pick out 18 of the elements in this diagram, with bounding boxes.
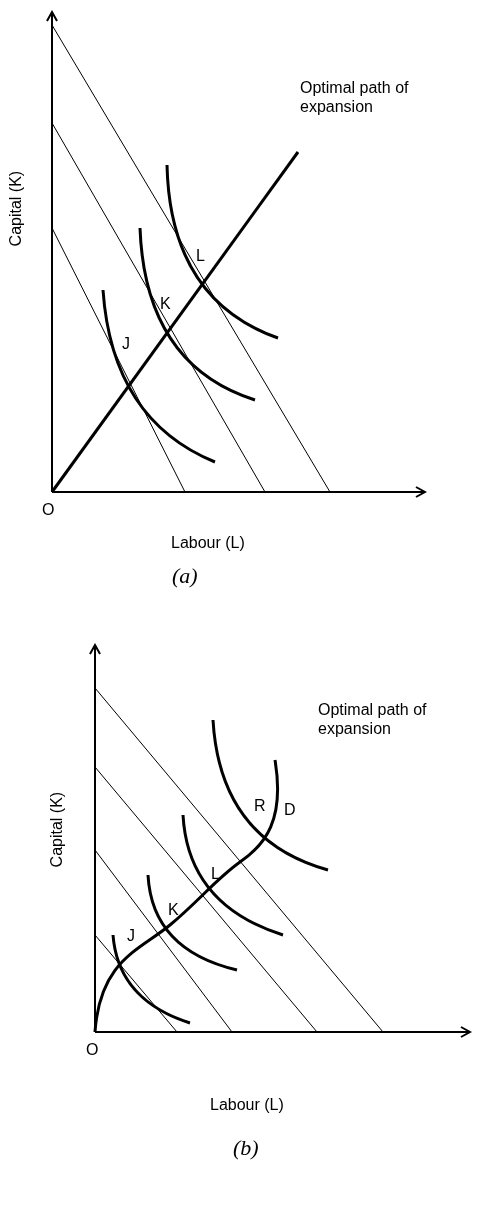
axis-label: Capital (K) <box>6 170 26 247</box>
point-label: J <box>127 926 135 946</box>
point-label: J <box>122 334 130 354</box>
point-label: L <box>211 864 220 884</box>
axis-label: Labour (L) <box>210 1095 284 1115</box>
panel-caption: (a) <box>172 563 198 590</box>
point-label: K <box>160 294 171 314</box>
panel-caption: (b) <box>233 1135 259 1162</box>
origin-label: O <box>86 1040 99 1060</box>
point-label: K <box>168 900 179 920</box>
point-label: L <box>196 246 205 266</box>
point-label: D <box>284 800 296 820</box>
axis-label: Labour (L) <box>171 533 245 553</box>
curve-label: Optimal path of expansion <box>300 78 410 117</box>
point-label: R <box>254 796 266 816</box>
curve-label: Optimal path of expansion <box>318 700 428 739</box>
axis-label: Capital (K) <box>47 791 67 868</box>
origin-label: O <box>42 500 55 520</box>
